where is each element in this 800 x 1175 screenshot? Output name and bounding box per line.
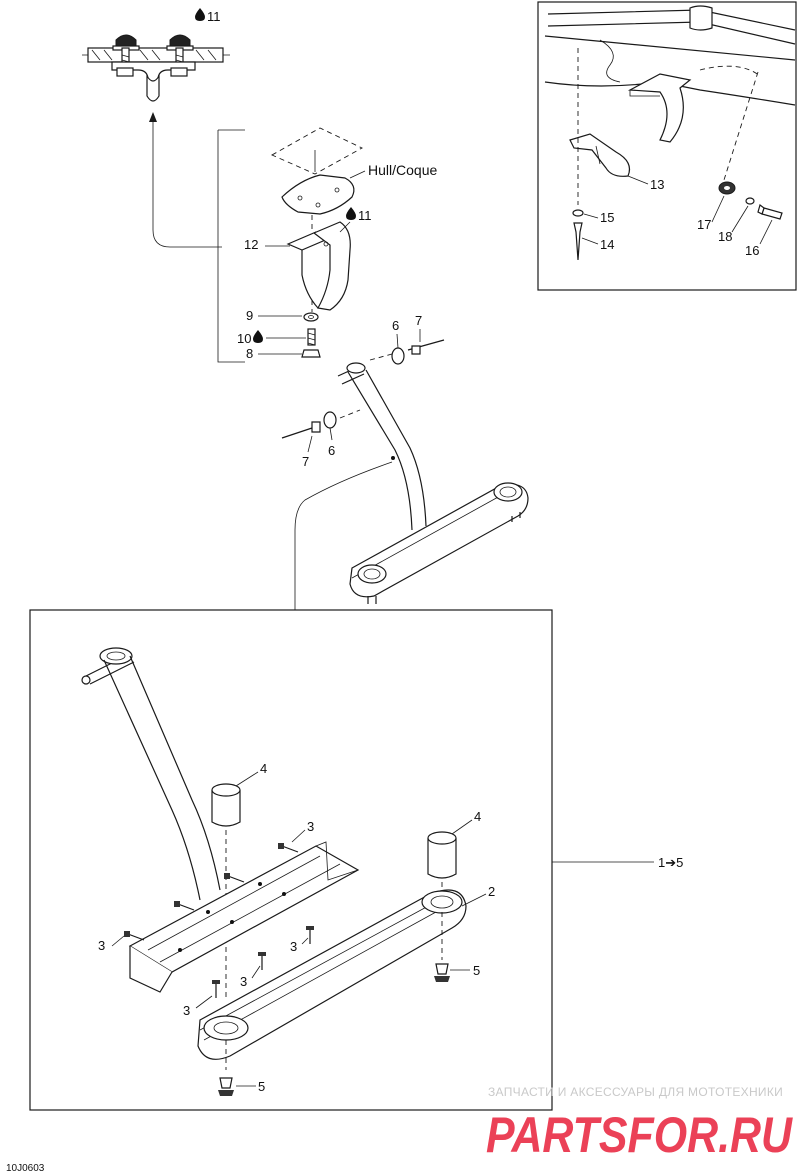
callout-12: 12 xyxy=(244,237,258,252)
watermark: ЗАПЧАСТИ И АКСЕССУАРЫ ДЛЯ МОТОТЕХНИКИ PA… xyxy=(486,1085,794,1163)
inset-frame xyxy=(537,1,797,291)
main-post-assembly xyxy=(81,647,467,1096)
callout-5-left: 5 xyxy=(258,1079,265,1094)
watermark-caption: ЗАПЧАСТИ И АКСЕССУАРЫ ДЛЯ МОТОТЕХНИКИ xyxy=(488,1085,783,1099)
callout-17: 17 xyxy=(697,217,711,232)
oil-drop-icon xyxy=(195,8,205,21)
bracket-group xyxy=(217,127,363,363)
callout-8: 8 xyxy=(246,346,253,361)
oil-drop-icon xyxy=(253,330,263,343)
main-assembly-frame xyxy=(29,609,654,1111)
callout-3-a: 3 xyxy=(307,819,314,834)
callout-15: 15 xyxy=(600,210,614,225)
callout-11-bracket: 11 xyxy=(358,208,372,223)
callout-5-right: 5 xyxy=(473,963,480,978)
callout-4-left: 4 xyxy=(260,761,267,776)
callout-6-bottom: 6 xyxy=(328,443,335,458)
callout-3-c: 3 xyxy=(290,939,297,954)
callout-16: 16 xyxy=(745,243,759,258)
callout-10: 10 xyxy=(237,331,251,346)
oil-drop-icon xyxy=(346,207,356,220)
callout-14: 14 xyxy=(600,237,614,252)
callout-3-e: 3 xyxy=(183,1003,190,1018)
callout-3-d: 3 xyxy=(240,974,247,989)
post-assembly-middle xyxy=(281,339,529,610)
callout-9: 9 xyxy=(246,308,253,323)
callout-3-b: 3 xyxy=(98,938,105,953)
callout-4-right: 4 xyxy=(474,809,481,824)
callout-7-top: 7 xyxy=(415,313,422,328)
hull-coque-label: Hull/Coque xyxy=(368,162,437,178)
drawing-code: 10J0603 xyxy=(6,1163,45,1174)
callout-2: 2 xyxy=(488,884,495,899)
hull-section-detail xyxy=(82,34,230,248)
callout-6-top: 6 xyxy=(392,318,399,333)
callout-7-bottom: 7 xyxy=(302,454,309,469)
watermark-logo: PARTSFOR.RU xyxy=(486,1107,794,1163)
callout-11-top: 11 xyxy=(207,9,221,24)
callout-13: 13 xyxy=(650,177,664,192)
range-callout: 1➔5 xyxy=(658,855,683,870)
callout-18: 18 xyxy=(718,229,732,244)
